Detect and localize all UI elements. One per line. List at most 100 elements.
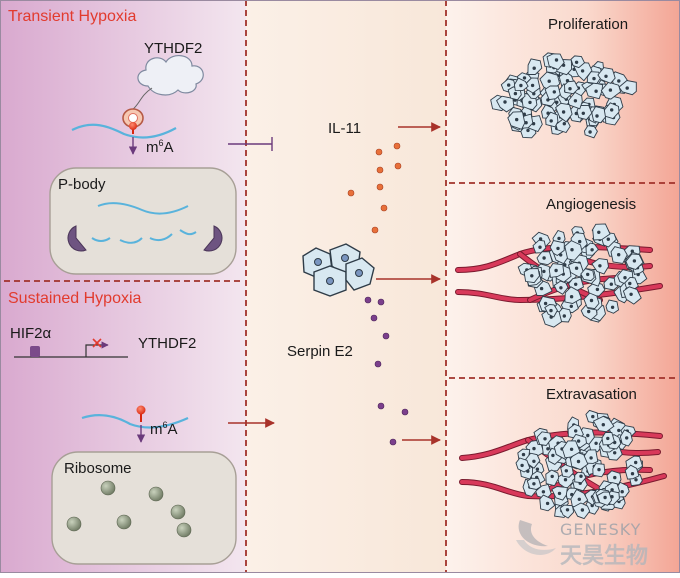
tumor-cell-nucleus xyxy=(634,478,638,482)
tumor-cell-nucleus xyxy=(569,304,573,308)
tumor-cell-nucleus xyxy=(569,295,574,299)
tumor-cell-nucleus xyxy=(623,276,627,280)
tumor-cell-nucleus xyxy=(552,90,556,94)
tumor-cell-nucleus xyxy=(597,230,601,234)
proliferation-label: Proliferation xyxy=(548,16,629,33)
tumor-cell-nucleus xyxy=(625,86,629,90)
tumor-cell-nucleus xyxy=(617,253,621,257)
tumor-cell-nucleus xyxy=(532,446,536,451)
tumor-cell-nucleus xyxy=(586,433,590,438)
ythdf2-top-label: YTHDF2 xyxy=(144,40,203,57)
tumor-cell-nucleus xyxy=(601,423,605,427)
tumor-cell-nucleus xyxy=(551,453,555,458)
tumor-cell-nucleus xyxy=(569,447,574,451)
transient-hypoxia-title: Transient Hypoxia xyxy=(8,8,137,25)
tumor-cell-nucleus xyxy=(574,60,579,64)
tumor-cell-nucleus xyxy=(564,469,568,473)
genesky-logo-icon xyxy=(516,520,556,555)
ribosome-label: Ribosome xyxy=(64,460,132,477)
mrna-top xyxy=(71,123,177,139)
tumor-cell-nucleus xyxy=(630,472,635,476)
tumor-cell-nucleus xyxy=(507,83,511,87)
tumor-cell-nucleus xyxy=(604,74,608,79)
tumor-cell-nucleus xyxy=(606,436,610,441)
il11-label: IL-11 xyxy=(328,120,362,137)
tumor-cell-nucleus xyxy=(625,436,629,440)
sustained-hypoxia-title: Sustained Hypoxia xyxy=(8,290,142,307)
tumor-cell-nucleus xyxy=(532,459,536,463)
tumor-cell-nucleus xyxy=(620,490,624,494)
watermark-chinese: 天昊生物 xyxy=(560,544,649,569)
tumor-cell-nucleus xyxy=(542,269,546,274)
m6a-bottom-end: A xyxy=(167,421,178,438)
tumor-cell-nucleus xyxy=(550,474,554,479)
tumor-cell-nucleus xyxy=(539,286,544,291)
tumor-cell-nucleus xyxy=(561,110,566,114)
extravasation-tumor-cluster xyxy=(515,409,644,520)
tumor-cell-nucleus xyxy=(554,268,558,273)
tumor-cell-nucleus xyxy=(543,437,547,441)
tumor-cell-nucleus xyxy=(546,447,550,451)
tumor-cell-nucleus xyxy=(530,274,534,278)
tumor-cell-nucleus xyxy=(574,282,578,286)
watermark-latin: GENESKY xyxy=(560,520,642,539)
tumor-cell-nucleus xyxy=(634,460,638,465)
panel-dividers xyxy=(4,0,680,573)
tumor-cell-nucleus xyxy=(535,467,540,471)
serpin-e2-label: Serpin E2 xyxy=(287,343,353,360)
cell-nuclei xyxy=(314,254,363,285)
proliferation-tumor-cluster xyxy=(490,52,637,139)
tumor-cell-nucleus xyxy=(574,429,578,433)
tumor-cell-nucleus xyxy=(538,237,543,241)
tumor-cell xyxy=(544,85,561,101)
tumor-cell-nucleus xyxy=(595,287,600,292)
tumor-cell-nucleus xyxy=(574,266,579,270)
tumor-cell-nucleus xyxy=(519,83,523,88)
tumor-cell-nucleus xyxy=(538,245,542,249)
tumor-cell-nucleus xyxy=(515,117,519,122)
tumor-cell-nucleus xyxy=(610,305,615,309)
tumor-cell-nucleus xyxy=(565,508,570,512)
tumor-cell xyxy=(564,80,579,95)
tumor-cell-nucleus xyxy=(526,128,530,133)
exonuclease-left-icon xyxy=(67,225,87,252)
p-body-label: P-body xyxy=(58,176,106,193)
tumor-cell-nucleus xyxy=(541,490,546,494)
tumor-cell-nucleus xyxy=(598,264,602,268)
tumor-cell-nucleus xyxy=(563,478,568,482)
tumor-cell-nucleus xyxy=(559,286,563,290)
tumor-cell-nucleus xyxy=(549,308,553,313)
serpin-e2-secretion-dots xyxy=(364,296,409,446)
tumor-cell-nucleus xyxy=(542,256,546,260)
il11-secretion-dots xyxy=(347,142,402,234)
tumor-cell-nucleus xyxy=(532,482,536,486)
tumor-cell-nucleus xyxy=(617,428,621,433)
tumor-cell-nucleus xyxy=(580,69,585,73)
tumor-cell-nucleus xyxy=(609,282,613,286)
tumor-cell-nucleus xyxy=(603,495,607,500)
tumor-cell-nucleus xyxy=(595,114,599,118)
tumor-cell-nucleus xyxy=(577,497,581,501)
tumor-cell-nucleus xyxy=(608,88,613,92)
tumor-cell-nucleus xyxy=(513,91,518,96)
hif2a-label: HIF2α xyxy=(10,325,52,342)
flow-arrows xyxy=(228,122,441,445)
tumor-cell-nucleus xyxy=(570,248,574,252)
tumor-cell-nucleus xyxy=(532,66,536,70)
mrna-bottom xyxy=(81,414,189,429)
tumor-cell-nucleus xyxy=(587,309,591,314)
tumor-cell-nucleus xyxy=(503,100,507,104)
angiogenesis-label: Angiogenesis xyxy=(546,196,637,213)
tumor-cell-nucleus xyxy=(562,314,566,318)
tumor-cell-nucleus xyxy=(580,508,585,512)
tumor-cell-nucleus xyxy=(568,87,572,91)
tumor-cell-nucleus xyxy=(562,122,566,126)
tumor-cell-nucleus xyxy=(573,99,578,103)
tumor-cell-nucleus xyxy=(592,76,596,81)
ythdf2-cloud-icon xyxy=(137,55,204,96)
extravasation-label: Extravasation xyxy=(546,386,637,403)
tumor-cell xyxy=(592,223,611,241)
tumor-cell-nucleus xyxy=(556,246,560,251)
tumor-cell-nucleus xyxy=(557,236,561,241)
tumor-cell-nucleus xyxy=(547,79,551,83)
